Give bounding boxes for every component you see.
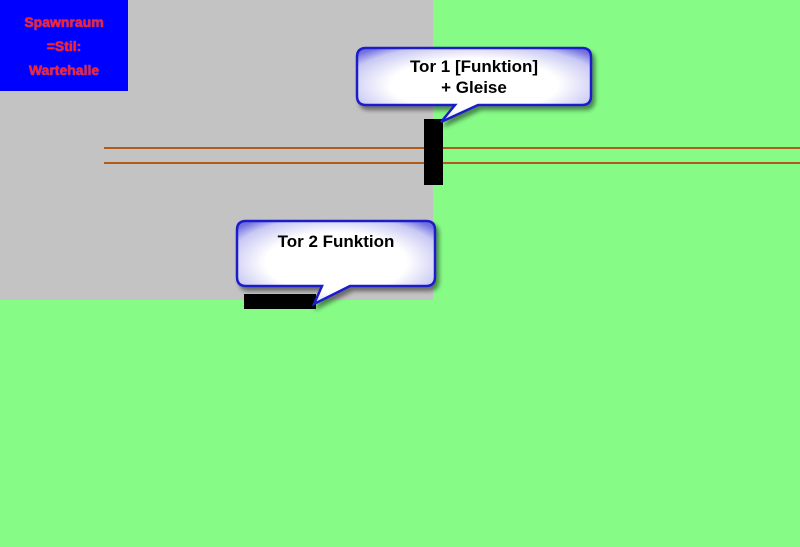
rail-track-bottom <box>104 162 800 164</box>
callout-gate-2-text: Tor 2 Funktion <box>240 231 432 252</box>
spawn-label-line-2: =Stil: <box>46 37 82 54</box>
callout-bubble-gate-2 <box>235 219 437 307</box>
spawn-label-line-3: Wartehalle <box>28 61 100 78</box>
callout-gate-1-line-2: + Gleise <box>441 78 507 97</box>
callout-gate-1-text: Tor 1 [Funktion] + Gleise <box>360 56 588 98</box>
spawn-label-line-1: Spawnraum <box>24 13 104 30</box>
gate-1-marker <box>424 119 443 185</box>
spawn-room-label: Spawnraum =Stil: Wartehalle <box>0 0 128 91</box>
gate-2-marker <box>244 294 316 309</box>
rail-track-top <box>104 147 800 149</box>
callout-gate-2-line-1: Tor 2 Funktion <box>277 232 395 251</box>
callout-gate-1-line-1: Tor 1 [Funktion] <box>409 57 539 76</box>
callout-bubble-gate-1 <box>355 46 593 124</box>
